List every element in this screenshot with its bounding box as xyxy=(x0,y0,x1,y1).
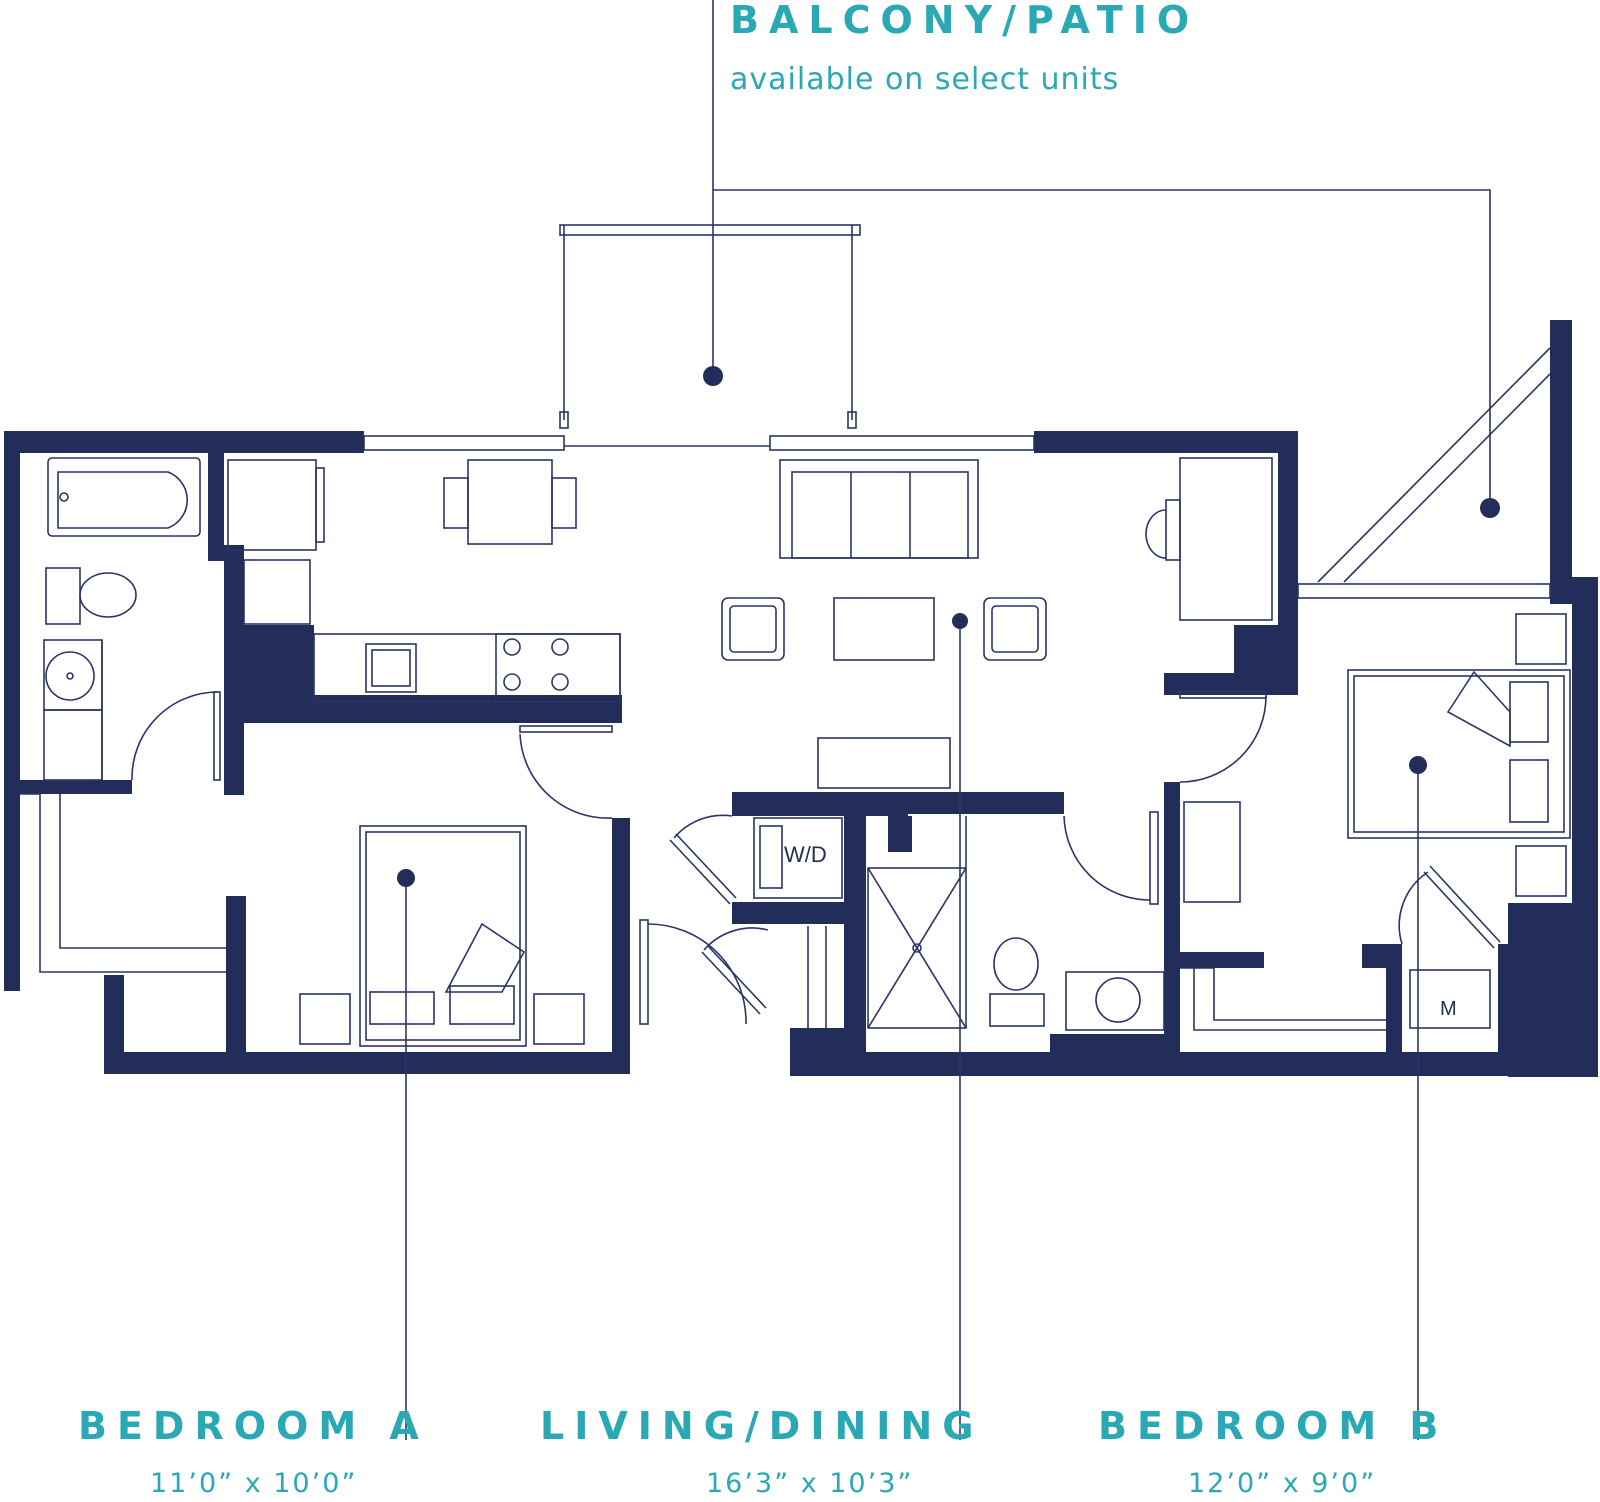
bedroom-b-marker xyxy=(1409,756,1427,774)
bedroom-a-marker xyxy=(397,869,415,887)
room-markers xyxy=(397,366,1500,887)
bedroom-b-dimensions: 12’0” x 9’0” xyxy=(1188,1468,1377,1499)
plan-lines xyxy=(20,0,1571,1440)
balcony-marker xyxy=(703,366,723,386)
washer-dryer-label: W/D xyxy=(784,842,827,867)
walls xyxy=(4,320,1598,1077)
balcony-subtitle: available on select units xyxy=(730,62,1120,97)
living-dining-dimensions: 16’3” x 10’3” xyxy=(706,1468,914,1499)
bedroom-a-title: BEDROOM A xyxy=(78,1404,429,1448)
balcony-right-marker xyxy=(1480,498,1500,518)
balcony-title: BALCONY/PATIO xyxy=(730,0,1200,42)
bedroom-b-title: BEDROOM B xyxy=(1098,1404,1449,1448)
living-dining-title: LIVING/DINING xyxy=(540,1404,984,1448)
bedroom-a-dimensions: 11’0” x 10’0” xyxy=(150,1468,358,1499)
mechanical-label: M xyxy=(1440,998,1457,1020)
living-marker xyxy=(952,613,968,629)
